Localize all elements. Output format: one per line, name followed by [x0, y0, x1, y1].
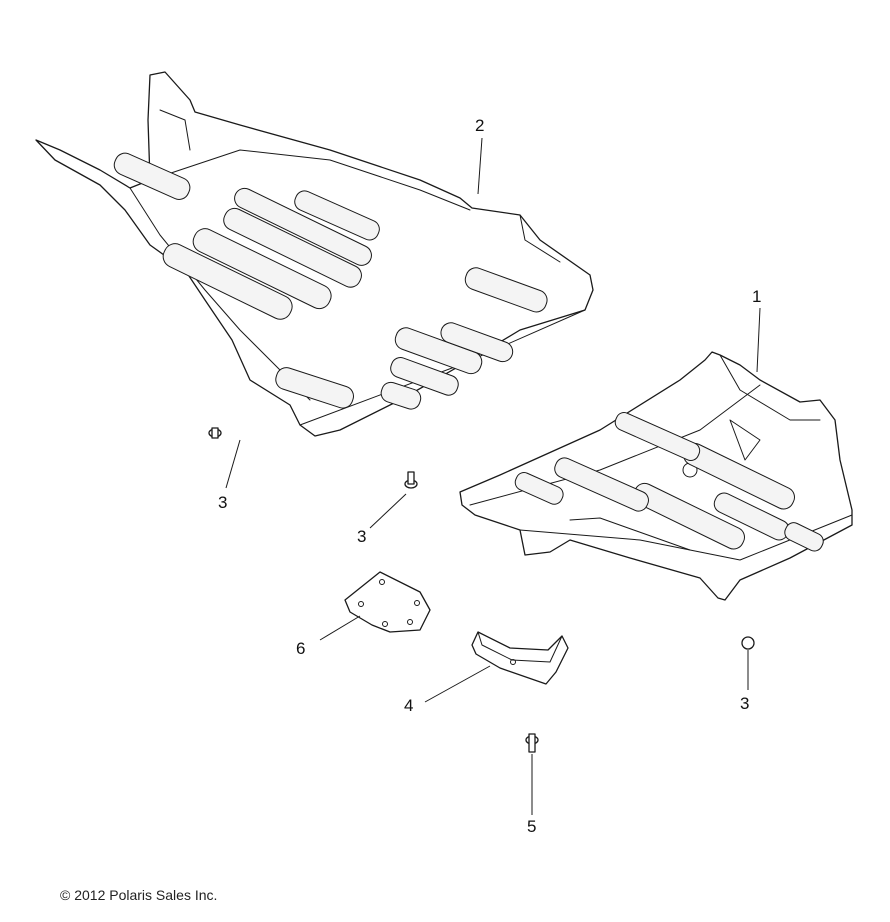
leader-4 [424, 665, 491, 703]
leader-3a [225, 439, 241, 489]
fastener-3a [208, 427, 222, 439]
skid-plate-front [459, 351, 853, 601]
callout-label-5: 5 [527, 817, 537, 836]
rear-plate-ribs [113, 152, 548, 410]
leader-1 [756, 307, 761, 373]
leader-3b [369, 493, 407, 529]
leader-lines [225, 137, 761, 815]
callout-label-3c: 3 [740, 694, 750, 713]
callout-label-3b: 3 [357, 527, 367, 546]
skid-plate-rear [35, 71, 594, 437]
copyright-notice: © 2012 Polaris Sales Inc. [60, 887, 218, 903]
fastener-3b [404, 471, 418, 489]
callout-label-3a: 3 [218, 493, 228, 512]
fastener-3c [741, 636, 755, 650]
callout-label-1: 1 [752, 287, 762, 306]
front-plate-ribs [514, 412, 824, 552]
callout-label-4: 4 [404, 696, 414, 715]
callout-label-6: 6 [296, 639, 306, 658]
fastener-5 [525, 733, 539, 753]
leader-2 [477, 137, 483, 195]
mounting-bracket [471, 631, 569, 685]
leader-6 [319, 615, 361, 641]
access-plate [344, 571, 431, 633]
callout-label-2: 2 [475, 116, 485, 135]
